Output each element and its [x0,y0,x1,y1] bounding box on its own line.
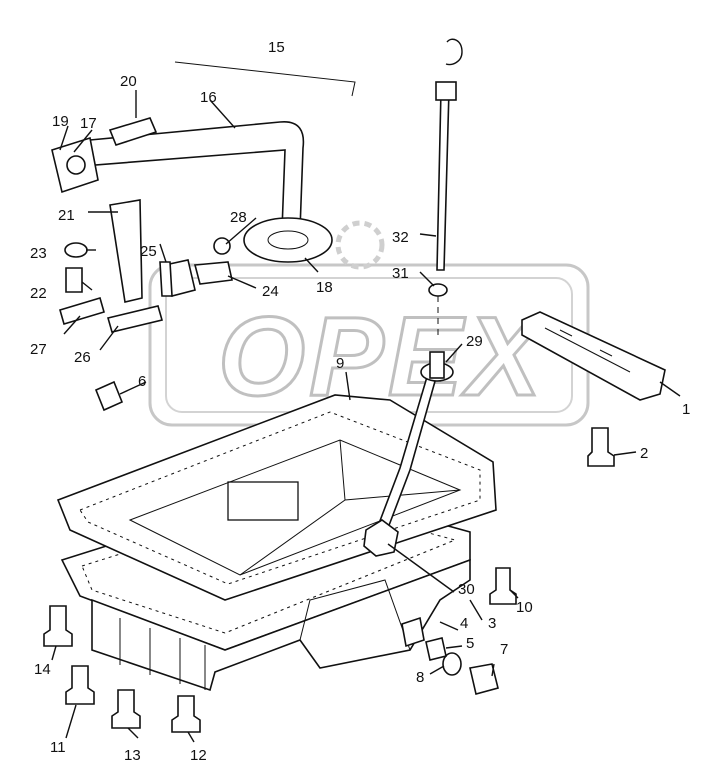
callout-10: 10 [516,599,533,616]
upper-gasket [56,394,497,601]
callout-7: 7 [500,641,508,658]
washer-23 [64,242,88,258]
dipstick-assembly [363,38,463,557]
drain-boss-4 [401,616,425,648]
callout-18: 18 [316,279,333,296]
oil-pan-body [91,558,471,692]
callout-2: 2 [640,445,648,462]
callout-22: 22 [30,285,47,302]
callout-32: 32 [392,229,409,246]
oil-strainer-assembly [51,61,356,303]
callout-9: 9 [336,355,344,372]
bolt-26 [107,305,163,333]
bolt-13 [111,689,141,729]
callout-17: 17 [80,115,97,132]
callout-31: 31 [392,265,409,282]
baffle-plate [227,481,299,521]
callout-26: 26 [74,349,91,366]
callout-13: 13 [124,747,141,764]
washer-28 [213,237,231,255]
dipstick-seal-ring [428,283,448,297]
callout-16: 16 [200,89,217,106]
leader-lines [51,90,681,743]
strainer-bracket [109,199,143,303]
bolt-11 [65,665,95,705]
dipstick-tube-nut [363,519,399,557]
fasteners [43,242,615,733]
callout-29: 29 [466,333,483,350]
callout-28: 28 [230,209,247,226]
oil-pan [56,394,497,692]
callout-30: 30 [458,581,475,598]
callout-15: 15 [268,39,285,56]
callout-11: 11 [50,739,66,756]
bolt-22 [65,267,83,293]
drain-washer-8 [442,652,462,676]
callout-1: 1 [682,401,690,418]
bolt-12 [171,695,201,733]
strainer-brace [174,61,356,97]
callout-20: 20 [120,73,137,90]
callout-12: 12 [190,747,207,764]
baffle-bar [521,311,666,401]
bolt-27 [59,297,105,325]
watermark-gear-icon [335,220,385,270]
clip-6 [94,380,124,412]
bolt-25 [159,261,173,297]
bolt-14 [43,605,73,647]
drain-plug-7 [469,663,499,695]
callout-14: 14 [34,661,51,678]
callout-8: 8 [416,669,424,686]
dipstick-handle [445,38,463,66]
callout-27: 27 [30,341,47,358]
drain-plug-5 [425,637,447,661]
bolt-2 [587,427,615,467]
bolt-20 [108,117,158,146]
callout-23: 23 [30,245,47,262]
strainer-screen [243,217,333,263]
callout-25: 25 [140,243,157,260]
pickup-pipe [89,121,305,231]
callout-4: 4 [460,615,468,632]
callout-5: 5 [466,635,474,652]
bolt-10 [489,567,517,605]
callout-21: 21 [58,207,75,224]
callout-3: 3 [488,615,496,632]
callout-24: 24 [262,283,279,300]
callout-6: 6 [138,373,146,390]
dipstick-rod [436,89,450,271]
callout-labels: 1 2 3 4 5 6 7 8 9 10 11 12 13 14 15 16 1… [30,39,690,764]
callout-19: 19 [52,113,69,130]
